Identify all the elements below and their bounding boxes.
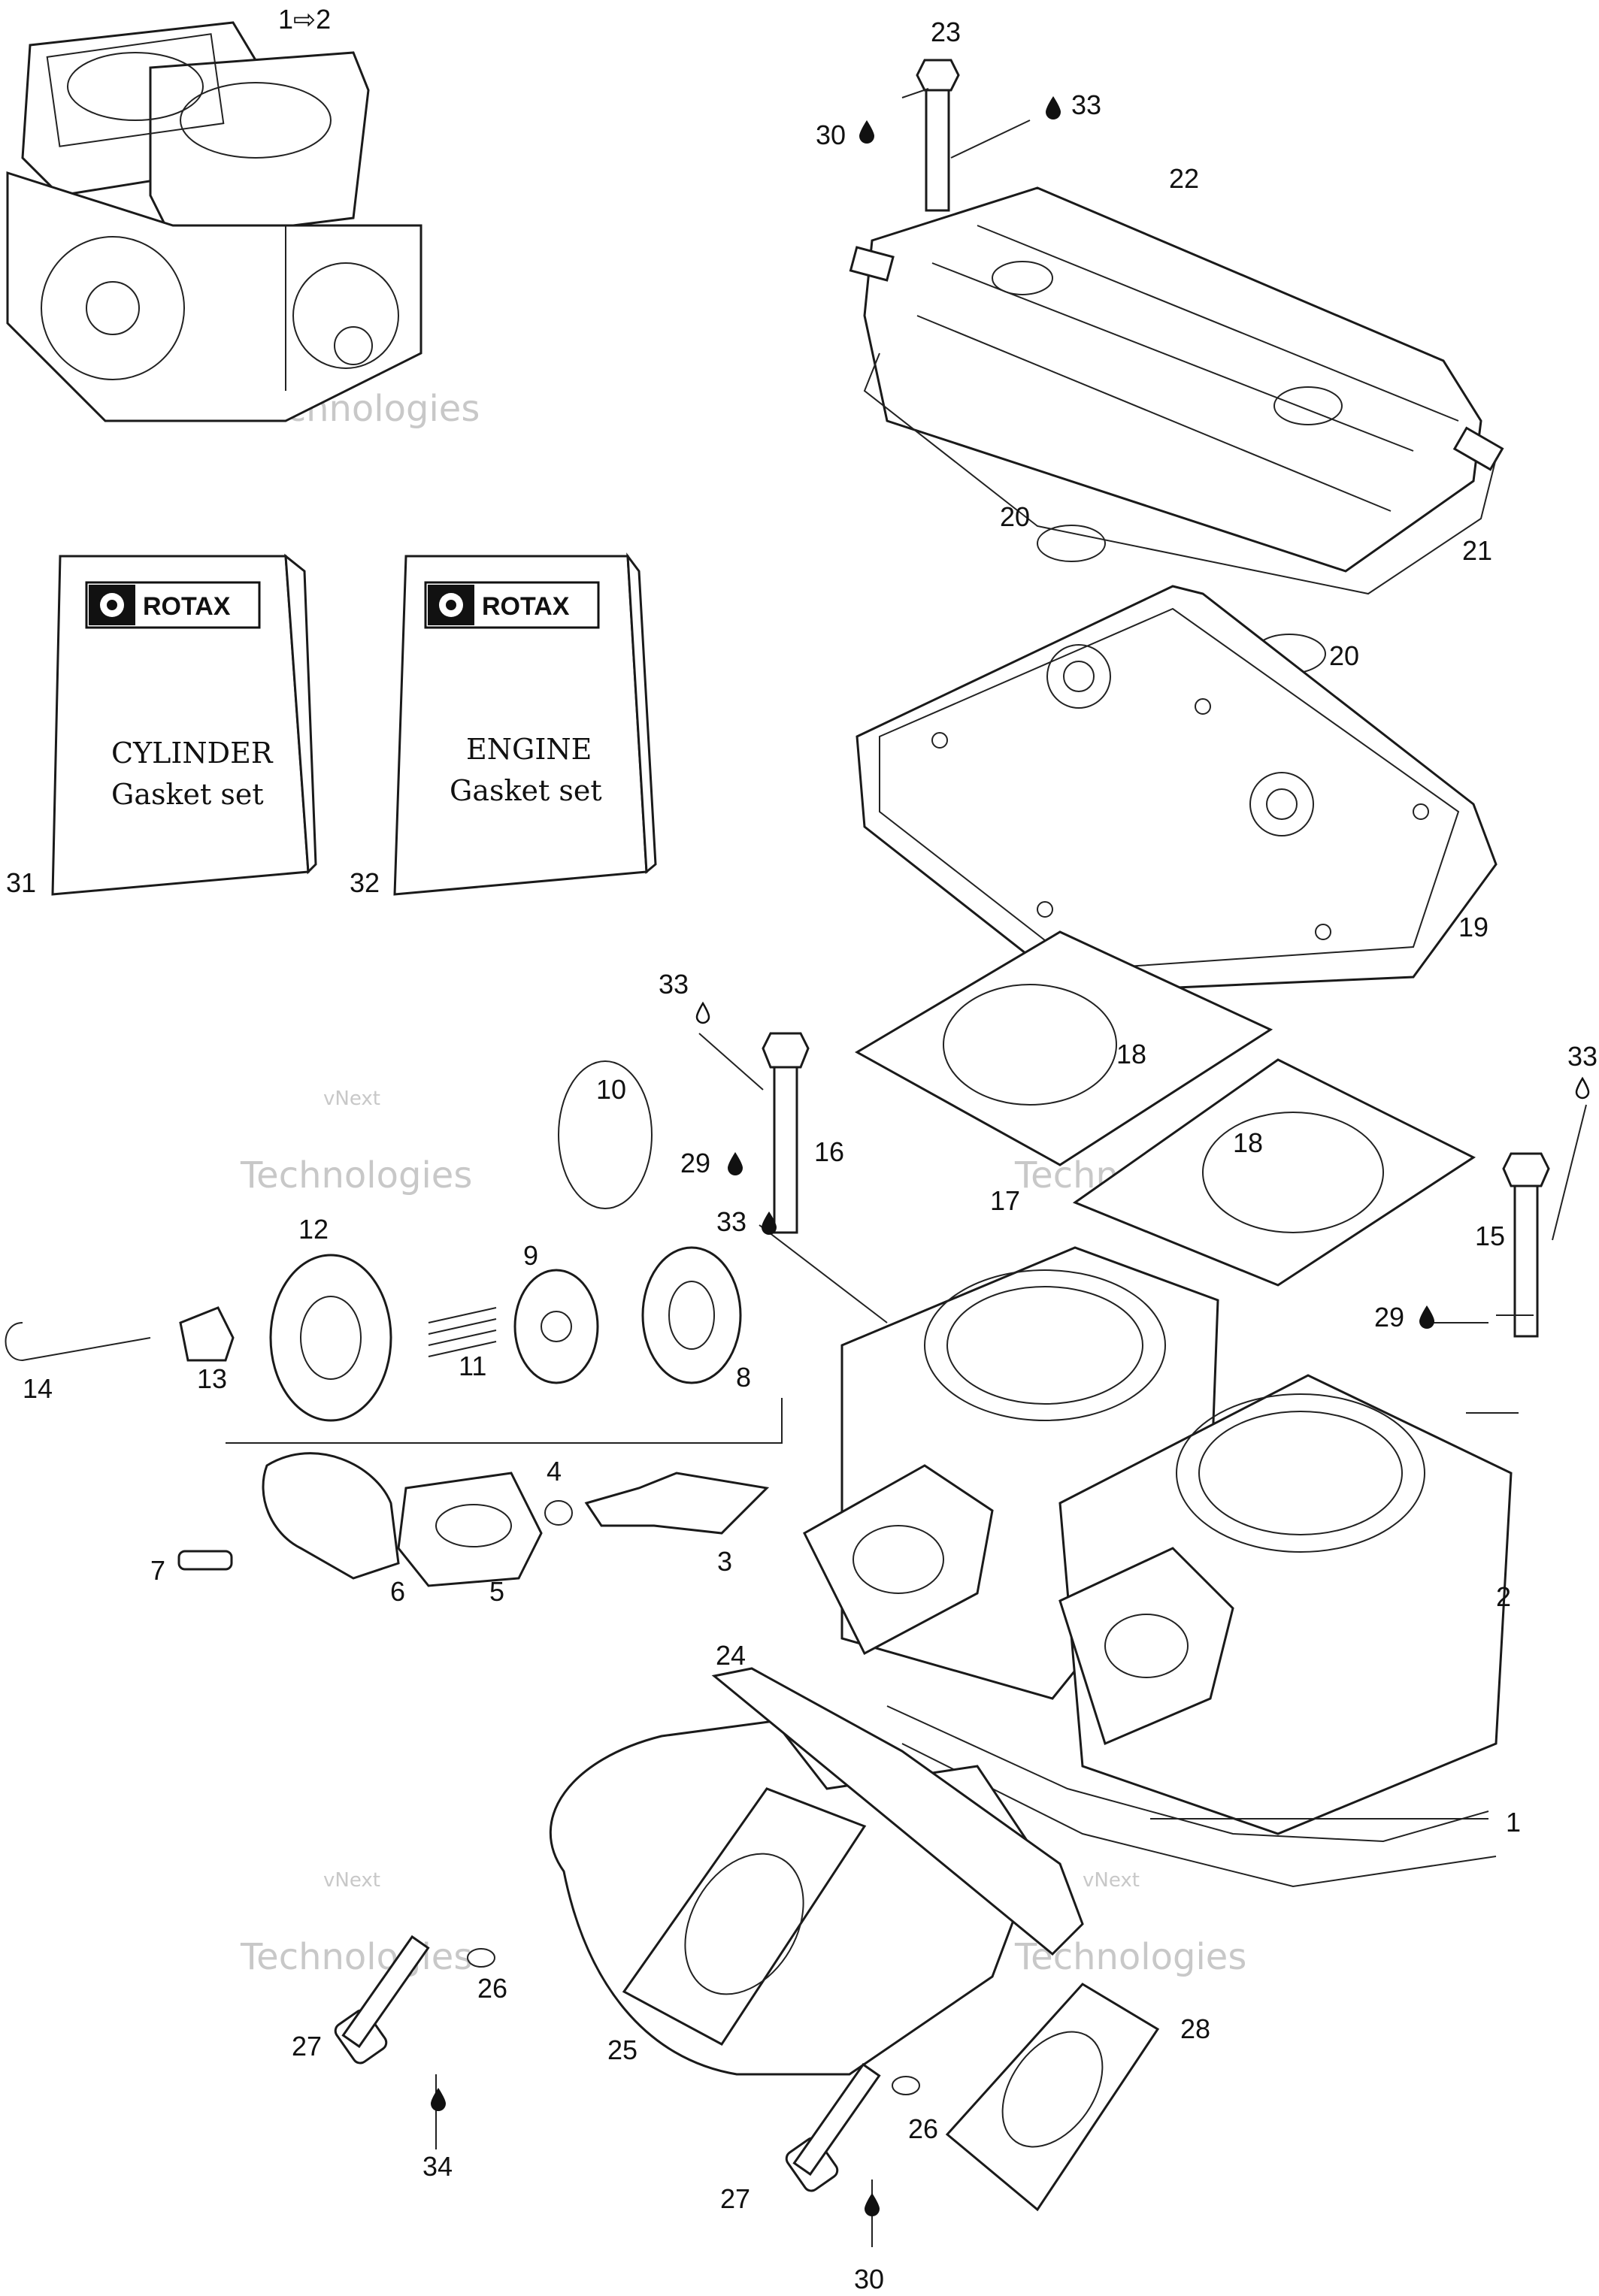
lubricant-icon	[431, 96, 1590, 2216]
bolt	[916, 59, 960, 212]
callout-32: 32	[350, 867, 380, 898]
exhaust-gasket	[711, 1667, 1160, 2212]
callout-33: 33	[659, 969, 689, 1000]
head-cover-gasket	[863, 352, 1497, 595]
callout-25: 25	[607, 2034, 637, 2065]
engine-overview-illustration: 1⇨2	[6, 4, 422, 422]
callout-9: 9	[523, 1240, 538, 1271]
callout-22: 22	[1169, 163, 1199, 194]
callout-30: 30	[854, 2264, 884, 2294]
callout-13: 13	[197, 1363, 227, 1394]
kit-title-line1: CYLINDER	[111, 737, 274, 770]
cylinder-head-gasket	[854, 930, 1476, 1287]
bolt	[785, 2062, 920, 2192]
callout-4: 4	[547, 1456, 562, 1487]
callout-11: 11	[459, 1351, 486, 1381]
bolt	[334, 1935, 495, 2065]
callout-19: 19	[1458, 912, 1488, 942]
watermark-line1: vNext	[323, 1087, 380, 1110]
cylinder-head	[856, 585, 1498, 994]
watermark-line2: Technologies	[240, 1154, 472, 1196]
watermark-line1: vNext	[1083, 1869, 1140, 1892]
callout-15: 15	[1475, 1221, 1505, 1251]
callout-27: 27	[720, 2183, 750, 2214]
callout-30: 30	[816, 119, 846, 150]
callout-18: 18	[1116, 1039, 1146, 1069]
callout-29: 29	[1374, 1302, 1404, 1333]
callout-29: 29	[680, 1148, 710, 1178]
callout-7: 7	[150, 1555, 165, 1586]
callout-34: 34	[422, 2151, 453, 2182]
callout-8: 8	[736, 1362, 751, 1393]
callout-5: 5	[489, 1576, 504, 1607]
kit-brand-label: ROTAX	[482, 592, 570, 621]
rave-valve-assembly	[5, 1060, 783, 1587]
bolt	[762, 1032, 810, 1234]
callout-12: 12	[298, 1214, 329, 1245]
callout-labels: 1 2 3 4 5 6 7 8 9 10 11 12 13 14 15 16 1…	[23, 17, 1597, 2294]
callout-23: 23	[931, 17, 961, 47]
watermark-line2: Technologies	[240, 1936, 472, 1978]
callout-16: 16	[814, 1136, 844, 1167]
callout-33: 33	[1567, 1041, 1597, 1072]
bolt	[1502, 1152, 1550, 1338]
engine-gasket-kit: ROTAX ENGINE Gasket set 32	[350, 552, 657, 898]
callout-27: 27	[292, 2031, 322, 2062]
callout-20: 20	[1000, 501, 1030, 532]
kit-title-line2: Gasket set	[450, 774, 602, 807]
callout-31: 31	[6, 867, 36, 898]
callout-33: 33	[1071, 89, 1101, 120]
header-note-label: 1⇨2	[278, 4, 331, 35]
watermark-line1: vNext	[323, 1869, 380, 1892]
callout-3: 3	[717, 1546, 732, 1577]
cylinder-block	[803, 1246, 1513, 1888]
callout-33: 33	[716, 1206, 747, 1237]
callout-26: 26	[908, 2113, 938, 2144]
leader-lines	[435, 88, 1587, 2247]
kit-title-line1: ENGINE	[466, 733, 592, 766]
callout-2: 2	[1496, 1581, 1511, 1612]
callout-1: 1	[1506, 1807, 1521, 1838]
callout-26: 26	[477, 1973, 507, 2004]
kit-brand-label: ROTAX	[143, 592, 231, 621]
callout-6: 6	[390, 1576, 405, 1607]
callout-28: 28	[1180, 2013, 1210, 2044]
callout-20: 20	[1329, 640, 1359, 671]
exhaust-manifold	[549, 1720, 1039, 2076]
callout-10: 10	[596, 1074, 626, 1105]
callout-24: 24	[716, 1640, 746, 1671]
cylinder-head-cover	[849, 186, 1504, 573]
callout-17: 17	[990, 1185, 1020, 1216]
callout-18: 18	[1233, 1127, 1263, 1158]
callout-21: 21	[1462, 535, 1492, 566]
kit-title-line2: Gasket set	[111, 778, 264, 811]
o-ring	[1037, 525, 1106, 562]
cylinder-gasket-kit: ROTAX CYLINDER Gasket set 31	[6, 553, 317, 898]
callout-14: 14	[23, 1373, 53, 1404]
